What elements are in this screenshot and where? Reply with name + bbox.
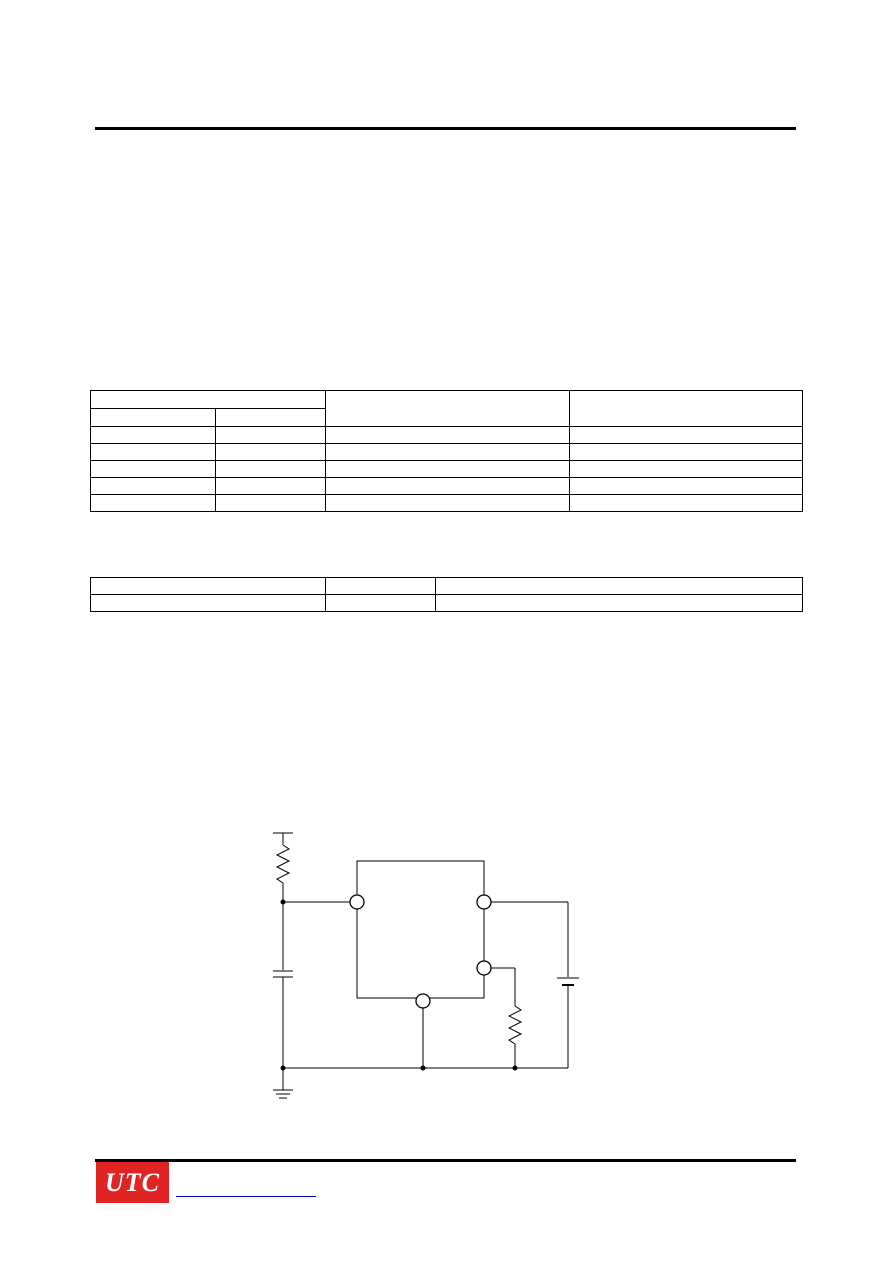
resistor-r2 <box>507 1005 523 1045</box>
ic-pin-right-mid <box>476 960 492 976</box>
table-row <box>90 443 803 461</box>
junction-dot <box>280 899 286 905</box>
ic-pin-bottom <box>415 993 431 1009</box>
marking-table <box>90 577 803 612</box>
table-row <box>90 460 803 478</box>
table-cell <box>435 594 803 612</box>
logo-text: UTC <box>105 1167 160 1197</box>
resistor-r1 <box>275 844 291 884</box>
junction-dot <box>420 1065 426 1071</box>
ic-pins <box>349 894 492 1009</box>
table-cell <box>569 494 803 512</box>
table-row <box>90 494 803 512</box>
table-row <box>90 477 803 495</box>
junction-dots <box>280 899 518 1071</box>
table-header-row <box>90 390 803 427</box>
table-row <box>90 594 803 612</box>
footer-link-underline[interactable] <box>176 1196 316 1197</box>
junction-dot <box>512 1065 518 1071</box>
utc-logo: UTC <box>96 1162 169 1203</box>
circuit-wires <box>273 832 579 1099</box>
table-header-row <box>90 577 803 595</box>
ic-body <box>356 860 485 999</box>
junction-dot <box>280 1065 286 1071</box>
ic-pin-left <box>349 894 365 910</box>
ic-pin-right-top <box>476 894 492 910</box>
pin-table <box>90 390 803 512</box>
footer-rule <box>95 1159 796 1162</box>
header-rule <box>95 127 796 130</box>
